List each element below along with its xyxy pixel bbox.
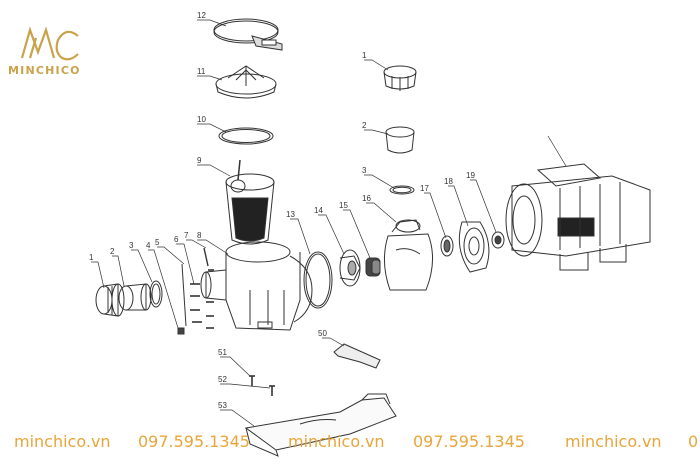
callout-7: 7 bbox=[184, 231, 189, 240]
callout-4: 4 bbox=[146, 241, 151, 250]
callout-12: 12 bbox=[197, 11, 206, 20]
part-17-seal bbox=[440, 235, 454, 257]
callout-3-left: 3 bbox=[129, 241, 134, 250]
part-50-foot-pad bbox=[333, 343, 381, 369]
callout-3-top: 3 bbox=[362, 166, 367, 175]
part-2-union-tail-top bbox=[385, 126, 415, 154]
watermark-site-3: minchico.vn bbox=[565, 432, 662, 451]
watermark-phone-2: 097.595.1345 bbox=[413, 432, 525, 451]
brand-name: MINCHICO bbox=[8, 64, 81, 77]
part-4-5-screws bbox=[177, 263, 187, 335]
callout-8: 8 bbox=[197, 231, 202, 240]
part-52-screw bbox=[269, 385, 275, 396]
watermark-strip: minchico.vn 097.595.1345 minchico.vn 097… bbox=[0, 426, 700, 467]
part-6-7-bolts bbox=[190, 247, 214, 329]
part-11-lid bbox=[215, 65, 277, 99]
callout-9: 9 bbox=[197, 156, 202, 165]
callout-15: 15 bbox=[339, 201, 348, 210]
part-19-bearing bbox=[491, 231, 505, 249]
part-12-clamp-ring bbox=[213, 18, 283, 51]
part-3-o-ring-left bbox=[149, 280, 163, 308]
callout-1-left: 1 bbox=[89, 253, 94, 262]
part-1-union-nut-left bbox=[95, 283, 125, 317]
part-51-screw bbox=[249, 375, 255, 386]
callout-19: 19 bbox=[466, 171, 475, 180]
electric-motor bbox=[505, 163, 651, 271]
watermark-site-1: minchico.vn bbox=[14, 432, 111, 451]
callout-53: 53 bbox=[218, 401, 227, 410]
leader-lines bbox=[91, 19, 567, 427]
callout-2-left: 2 bbox=[110, 247, 115, 256]
part-10-o-ring bbox=[218, 127, 274, 145]
callout-11: 11 bbox=[197, 67, 206, 76]
callout-52: 52 bbox=[218, 375, 227, 384]
callout-16: 16 bbox=[362, 194, 371, 203]
part-2-union-tail-left bbox=[118, 283, 152, 311]
part-16-diffuser bbox=[384, 219, 433, 291]
part-18-motor-flange bbox=[458, 221, 490, 273]
callout-14: 14 bbox=[314, 206, 323, 215]
callout-1-top: 1 bbox=[362, 51, 367, 60]
callout-18: 18 bbox=[444, 177, 453, 186]
minchico-logo-icon bbox=[20, 26, 79, 61]
part-13-seal-ring bbox=[303, 251, 333, 309]
part-9-strainer-basket bbox=[225, 159, 275, 245]
watermark-phone-3: 0 bbox=[688, 432, 699, 451]
callout-6: 6 bbox=[174, 235, 179, 244]
part-14-impeller bbox=[339, 249, 361, 287]
part-3-o-ring-top bbox=[389, 185, 415, 195]
callout-51: 51 bbox=[218, 348, 227, 357]
callout-10: 10 bbox=[197, 115, 206, 124]
callout-13: 13 bbox=[286, 210, 295, 219]
part-8-pump-housing bbox=[200, 241, 313, 331]
part-1-union-nut-top bbox=[383, 65, 417, 91]
watermark-site-2: minchico.vn bbox=[288, 432, 385, 451]
callout-2-top: 2 bbox=[362, 121, 367, 130]
part-15-shaft-seal bbox=[365, 257, 381, 277]
callout-50: 50 bbox=[318, 329, 327, 338]
watermark-phone-1: 097.595.1345 bbox=[138, 432, 250, 451]
callout-5: 5 bbox=[155, 238, 160, 247]
callout-17: 17 bbox=[420, 184, 429, 193]
part-53-base-plate bbox=[244, 393, 397, 457]
